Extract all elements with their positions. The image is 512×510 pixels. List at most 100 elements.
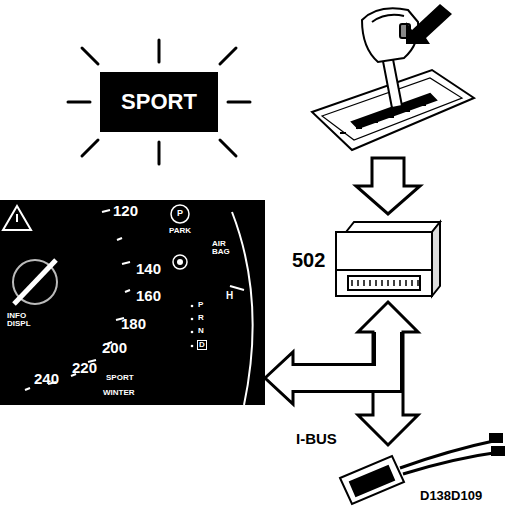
gauge-label: WINTER	[103, 389, 135, 397]
warning-triangle	[3, 206, 31, 230]
gauge-label: P	[198, 301, 203, 309]
gauge-label: 120	[113, 203, 138, 219]
ray	[228, 101, 250, 104]
pin	[357, 280, 359, 286]
tick	[102, 210, 110, 212]
pin	[381, 280, 383, 286]
selector-lever	[382, 54, 402, 108]
wire	[403, 452, 500, 474]
gauge-label: SPORT	[106, 374, 134, 382]
selector-dots	[191, 305, 194, 348]
lamp-symbol	[173, 255, 187, 269]
unit-front	[336, 232, 432, 296]
gauge-label: 160	[136, 288, 161, 304]
arrow-head	[265, 352, 293, 404]
pin	[405, 280, 407, 286]
pin	[387, 280, 389, 286]
gate-mark	[372, 121, 378, 123]
gauge-label: N	[198, 327, 204, 335]
gear-selector	[312, 4, 474, 150]
pin	[417, 280, 419, 286]
part-number: 502	[292, 250, 325, 271]
gauge-arc	[232, 212, 253, 405]
gauge-label: H	[226, 291, 233, 302]
gate-mark	[404, 110, 410, 112]
gauge-label: 180	[121, 316, 146, 332]
dot	[191, 318, 194, 321]
tick	[125, 290, 130, 292]
gate-mark	[356, 127, 362, 129]
knob-edge	[372, 15, 404, 22]
gate-mark	[388, 116, 394, 118]
pin	[393, 280, 395, 286]
signal-arrow	[265, 331, 388, 404]
gauge-label: PARK	[169, 227, 191, 235]
gauge-label: 200	[102, 340, 127, 356]
pin	[351, 280, 353, 286]
gauge-label: P	[177, 209, 183, 218]
pin	[399, 280, 401, 286]
unit-connector	[348, 276, 420, 290]
gauge-tick	[230, 286, 244, 290]
arrow-shaft	[291, 331, 388, 378]
knob-slash	[14, 260, 56, 304]
ray	[158, 40, 161, 62]
pin	[363, 280, 365, 286]
indicator-lamp: SPORT	[100, 72, 218, 132]
gauge-label: AIR BAG	[212, 240, 238, 257]
info-knob	[13, 260, 57, 304]
ray	[220, 140, 236, 156]
control-unit-box: 502	[336, 222, 440, 298]
connector-body	[340, 456, 404, 504]
gauge-label: D	[197, 340, 207, 350]
gate-mark	[340, 132, 346, 134]
ray	[82, 140, 98, 156]
tick	[117, 238, 122, 240]
pointer-arrow	[406, 4, 452, 44]
gauge-label: 240	[34, 371, 59, 387]
speed-ticks	[25, 210, 130, 390]
wire-end	[490, 434, 502, 442]
pin	[369, 280, 371, 286]
ray	[220, 48, 236, 64]
gate-marks	[340, 104, 426, 134]
dot	[191, 331, 194, 334]
pin	[411, 280, 413, 286]
control-unit	[336, 222, 440, 296]
figure-code: D138D109	[420, 488, 482, 503]
ray	[68, 101, 90, 104]
instrument-cluster-panel: 120 140 160 180 200 220 240 P PARK AIR BAG INFO DI…	[0, 200, 265, 405]
instrument-cluster	[0, 200, 265, 405]
lamp-symbol-dot	[177, 259, 183, 265]
tick	[122, 262, 130, 264]
lamp-text: SPORT	[121, 90, 197, 113]
gate-mark	[420, 104, 426, 106]
connector-pins	[352, 280, 418, 286]
bus-name: I-BUS	[296, 430, 337, 447]
bus-connector	[340, 434, 504, 504]
pin	[375, 280, 377, 286]
wire-end	[492, 447, 504, 455]
gauge-label: 140	[136, 261, 161, 277]
gauge-label: INFO DISPL	[7, 312, 41, 329]
tick	[25, 388, 30, 390]
gauge-label: R	[198, 314, 204, 322]
lamp-rays	[68, 40, 250, 164]
input-arrow	[356, 158, 420, 214]
unit-top	[346, 222, 440, 232]
warning-mark	[16, 214, 18, 222]
ray	[158, 142, 161, 164]
ray	[82, 48, 98, 64]
connector-face	[350, 466, 394, 496]
unit-side	[432, 222, 440, 296]
dot	[191, 305, 194, 308]
cluster-panel	[0, 200, 265, 405]
dot	[191, 345, 194, 348]
park-lamp	[171, 205, 189, 223]
unit-seam	[336, 269, 432, 271]
gauge-label: 220	[72, 360, 97, 376]
